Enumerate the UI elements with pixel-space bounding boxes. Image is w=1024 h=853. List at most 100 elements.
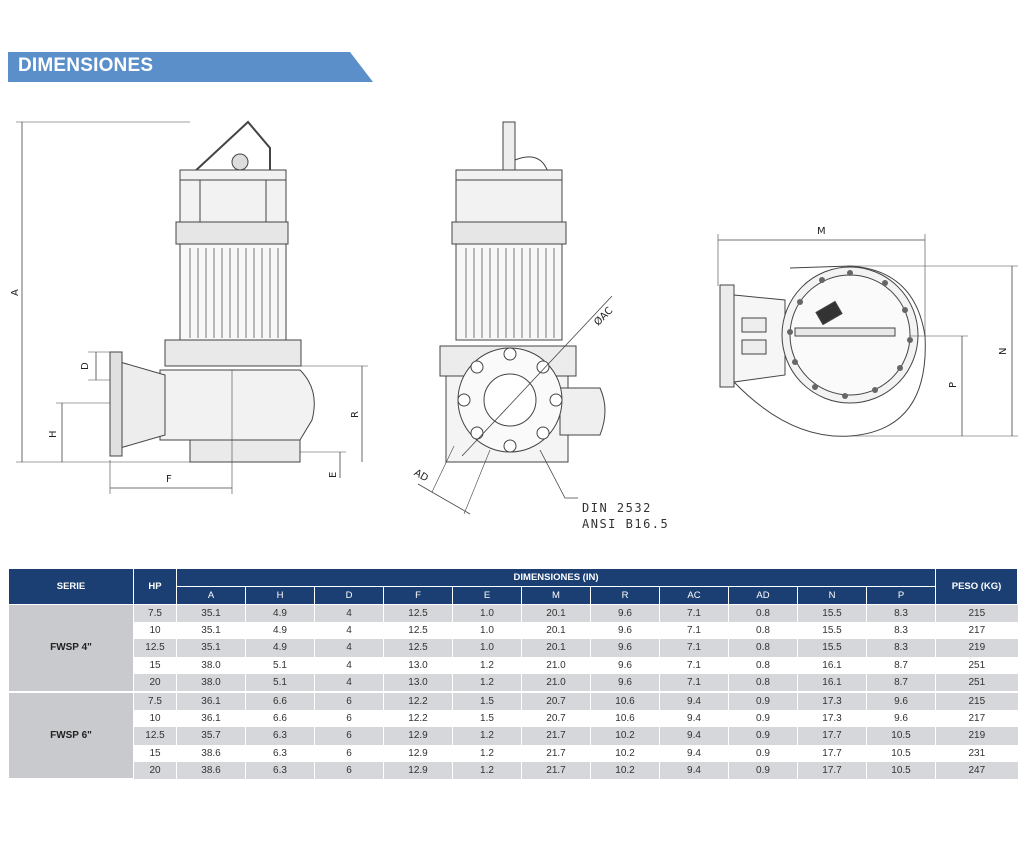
dim-cell-h: 6.3 bbox=[245, 761, 315, 779]
dim-cell-a: 36.1 bbox=[176, 710, 246, 728]
dim-cell-p: 9.6 bbox=[865, 710, 936, 728]
header-peso: PESO (KG) bbox=[935, 568, 1019, 605]
dim-cell-f: 12.9 bbox=[383, 727, 453, 745]
header-col-ad: AD bbox=[728, 586, 798, 605]
dim-cell-m: 20.7 bbox=[521, 710, 591, 728]
dim-cell-ad: 0.9 bbox=[728, 710, 798, 728]
peso-cell: 219 bbox=[935, 727, 1018, 745]
dim-cell-p: 8.7 bbox=[865, 673, 936, 692]
dim-label-d: D bbox=[80, 362, 91, 370]
dim-cell-ac: 7.1 bbox=[659, 604, 729, 623]
dim-cell-ad: 0.9 bbox=[728, 744, 798, 762]
dim-cell-f: 12.9 bbox=[383, 761, 453, 779]
dim-cell-a: 36.1 bbox=[176, 690, 246, 711]
header-col-a: A bbox=[176, 586, 246, 605]
dim-cell-p: 10.5 bbox=[865, 727, 936, 745]
dim-cell-r: 10.2 bbox=[590, 761, 660, 779]
dim-cell-d: 4 bbox=[314, 622, 384, 640]
dim-cell-e: 1.5 bbox=[452, 690, 522, 711]
dim-cell-r: 9.6 bbox=[590, 673, 660, 692]
dim-cell-p: 9.6 bbox=[865, 690, 936, 711]
dim-cell-r: 9.6 bbox=[590, 639, 660, 657]
dim-cell-ad: 0.8 bbox=[728, 656, 798, 674]
peso-cell: 215 bbox=[935, 690, 1018, 711]
dim-cell-a: 38.0 bbox=[176, 656, 246, 674]
dim-cell-f: 12.2 bbox=[383, 690, 453, 711]
banner-shape bbox=[8, 52, 373, 82]
dim-cell-h: 5.1 bbox=[245, 656, 315, 674]
dim-cell-f: 12.9 bbox=[383, 744, 453, 762]
dim-cell-d: 6 bbox=[314, 690, 384, 711]
dim-cell-d: 4 bbox=[314, 604, 384, 623]
dim-cell-e: 1.2 bbox=[452, 761, 522, 779]
header-col-m: M bbox=[521, 586, 591, 605]
hp-cell: 7.5 bbox=[133, 690, 177, 711]
header-serie: SERIE bbox=[8, 568, 134, 605]
dim-cell-d: 6 bbox=[314, 761, 384, 779]
peso-cell: 251 bbox=[935, 656, 1018, 674]
dim-cell-ad: 0.8 bbox=[728, 604, 798, 623]
dim-cell-p: 8.7 bbox=[865, 656, 936, 674]
dim-cell-p: 8.3 bbox=[865, 639, 936, 657]
hp-cell: 10 bbox=[133, 622, 177, 640]
dim-cell-n: 16.1 bbox=[797, 673, 867, 692]
dim-cell-n: 15.5 bbox=[797, 639, 867, 657]
dim-cell-ac: 7.1 bbox=[659, 622, 729, 640]
dim-cell-ac: 9.4 bbox=[659, 727, 729, 745]
dim-cell-e: 1.0 bbox=[452, 622, 522, 640]
dim-cell-e: 1.2 bbox=[452, 727, 522, 745]
dim-cell-e: 1.5 bbox=[452, 710, 522, 728]
hp-cell: 7.5 bbox=[133, 604, 177, 623]
dim-cell-r: 9.6 bbox=[590, 604, 660, 623]
dim-cell-m: 21.0 bbox=[521, 656, 591, 674]
pump-dimension-drawings: A D H F R E ØAC AD DIN 2532 ANSI B16.5 M… bbox=[10, 120, 1018, 531]
dim-cell-ad: 0.8 bbox=[728, 673, 798, 692]
header-dimensiones: DIMENSIONES (IN) bbox=[175, 568, 937, 587]
header-col-n: N bbox=[797, 586, 867, 605]
dim-label-p: P bbox=[948, 382, 959, 388]
header-col-d: D bbox=[314, 586, 384, 605]
dim-cell-n: 17.3 bbox=[797, 690, 867, 711]
dim-cell-h: 4.9 bbox=[245, 622, 315, 640]
dim-cell-e: 1.0 bbox=[452, 604, 522, 623]
dim-cell-m: 21.7 bbox=[521, 761, 591, 779]
header-col-e: E bbox=[452, 586, 522, 605]
header-hp: HP bbox=[133, 568, 177, 605]
dim-cell-n: 15.5 bbox=[797, 622, 867, 640]
header-col-r: R bbox=[590, 586, 660, 605]
dim-cell-ad: 0.8 bbox=[728, 622, 798, 640]
dim-cell-a: 35.7 bbox=[176, 727, 246, 745]
dim-label-f: F bbox=[166, 474, 172, 485]
dim-cell-e: 1.2 bbox=[452, 656, 522, 674]
pump-front-view bbox=[417, 121, 613, 515]
dim-cell-r: 10.2 bbox=[590, 727, 660, 745]
dim-cell-f: 12.5 bbox=[383, 639, 453, 657]
dim-cell-a: 35.1 bbox=[176, 639, 246, 657]
dim-cell-h: 5.1 bbox=[245, 673, 315, 692]
hp-cell: 15 bbox=[133, 744, 177, 762]
dim-label-n: N bbox=[998, 348, 1009, 355]
pump-side-view bbox=[16, 120, 368, 494]
header-col-ac: AC bbox=[659, 586, 729, 605]
dim-cell-h: 6.6 bbox=[245, 710, 315, 728]
dim-cell-n: 17.3 bbox=[797, 710, 867, 728]
dim-cell-d: 6 bbox=[314, 744, 384, 762]
dim-label-m: M bbox=[817, 226, 826, 237]
dim-cell-ac: 9.4 bbox=[659, 744, 729, 762]
peso-cell: 219 bbox=[935, 639, 1018, 657]
dim-label-e: E bbox=[328, 472, 339, 478]
dim-cell-ad: 0.8 bbox=[728, 639, 798, 657]
dim-cell-r: 10.6 bbox=[590, 690, 660, 711]
dim-cell-f: 13.0 bbox=[383, 656, 453, 674]
dim-label-a: A bbox=[10, 289, 21, 296]
dim-cell-ac: 7.1 bbox=[659, 673, 729, 692]
peso-cell: 217 bbox=[935, 622, 1018, 640]
serie-cell: FWSP 4" bbox=[8, 604, 134, 693]
